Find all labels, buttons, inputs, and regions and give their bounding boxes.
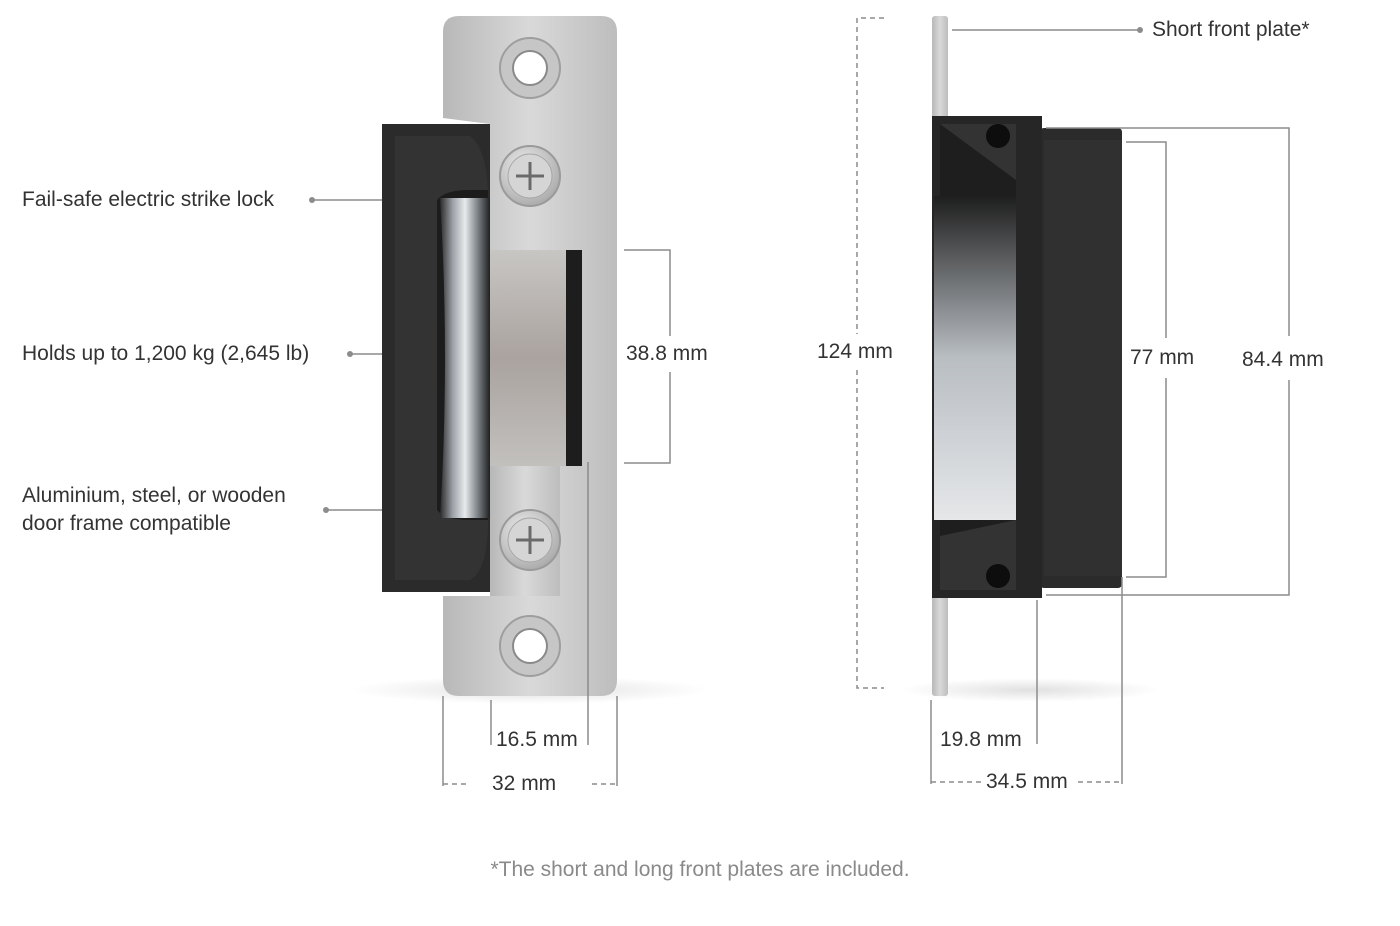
side-keeper bbox=[934, 196, 1016, 520]
dim-opening-top bbox=[624, 249, 671, 336]
footnote: *The short and long front plates are inc… bbox=[490, 858, 910, 881]
dim-label-total-height: 124 mm bbox=[817, 340, 893, 363]
front-housing bbox=[382, 124, 490, 592]
screw-top bbox=[499, 145, 561, 207]
dim-label-plate-depth: 19.8 mm bbox=[940, 728, 1022, 751]
dim-label-total-depth: 34.5 mm bbox=[986, 770, 1068, 793]
dim-label-plate-width: 32 mm bbox=[492, 772, 557, 795]
dim-label-inner-width: 16.5 mm bbox=[496, 728, 578, 751]
dim-body-top bbox=[1126, 141, 1167, 338]
dim-total-bottom bbox=[856, 370, 884, 689]
dim-housing-bottom bbox=[1046, 380, 1290, 596]
dim-housing-top bbox=[1046, 127, 1290, 336]
mounting-hole-bottom bbox=[499, 615, 561, 677]
side-housing bbox=[932, 116, 1122, 598]
front-plate bbox=[443, 16, 617, 696]
dim-total-top bbox=[856, 17, 884, 334]
dim-body-bottom bbox=[1126, 378, 1167, 578]
callout-frame-line2: door frame compatible bbox=[22, 512, 231, 535]
callout-holds: Holds up to 1,200 kg (2,645 lb) bbox=[22, 342, 310, 365]
dim-opening-bottom bbox=[624, 372, 671, 464]
callout-short-plate: Short front plate* bbox=[1152, 18, 1310, 41]
dim-label-housing-height: 84.4 mm bbox=[1242, 348, 1324, 371]
callout-frame-line1: Aluminium, steel, or wooden bbox=[22, 484, 286, 507]
callout-strike-lock: Fail-safe electric strike lock bbox=[22, 188, 275, 211]
callout-frame: Aluminium, steel, or wooden door frame c… bbox=[22, 482, 286, 538]
dim-label-body-height: 77 mm bbox=[1130, 346, 1195, 369]
side-shadow bbox=[900, 678, 1160, 702]
mounting-hole-top bbox=[499, 37, 561, 99]
screw-bottom bbox=[499, 509, 561, 571]
dim-label-opening-height: 38.8 mm bbox=[626, 342, 708, 365]
